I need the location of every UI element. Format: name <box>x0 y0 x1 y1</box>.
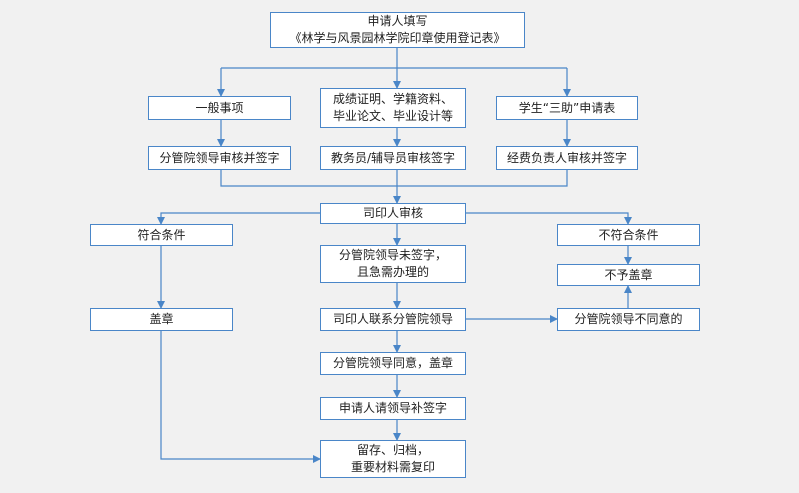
node-funding-sign: 经费负责人审核并签字 <box>496 146 638 170</box>
node-apply-label: 申请人填写 《林学与风景园林学院印章使用登记表》 <box>289 14 506 45</box>
node-general-label: 一般事项 <box>195 100 244 115</box>
node-meets: 符合条件 <box>90 224 233 246</box>
node-funding-sign-label: 经费负责人审核并签字 <box>506 150 627 165</box>
node-applicant-supplement-label: 申请人请领导补签字 <box>338 401 447 415</box>
node-no-stamp-label: 不予盖章 <box>604 267 653 282</box>
link-stamp-archive <box>160 331 321 463</box>
node-no-stamp: 不予盖章 <box>557 264 700 286</box>
node-leader-agree-stamp: 分管院领导同意，盖章 <box>320 352 466 375</box>
link-left-merge <box>220 170 397 187</box>
node-unsigned-urgent: 分管院领导未签字， 且急需办理的 <box>320 245 466 283</box>
node-unsigned-urgent-label: 分管院领导未签字， 且急需办理的 <box>338 248 447 279</box>
node-leader-agree-stamp-label: 分管院领导同意，盖章 <box>332 356 453 370</box>
link-review-to-not-meets <box>466 212 632 225</box>
node-not-meets-label: 不符合条件 <box>598 227 659 242</box>
node-student-form-label: 学生“三助”申请表 <box>518 100 616 115</box>
node-academic-sign: 教务员/辅导员审核签字 <box>320 146 466 170</box>
node-transcript: 成绩证明、学籍资料、 毕业论文、毕业设计等 <box>320 88 466 128</box>
node-applicant-supplement: 申请人请领导补签字 <box>320 397 466 420</box>
node-meets-label: 符合条件 <box>137 227 186 242</box>
node-dept-leader-sign: 分管院领导审核并签字 <box>148 146 291 170</box>
node-archive: 留存、归档， 重要材料需复印 <box>320 440 466 478</box>
node-seal-review: 司印人审核 <box>320 203 466 224</box>
node-general: 一般事项 <box>148 96 291 120</box>
link-right-merge <box>397 170 568 187</box>
node-archive-label: 留存、归档， 重要材料需复印 <box>350 443 435 474</box>
node-not-meets: 不符合条件 <box>557 224 700 246</box>
node-contact-leader: 司印人联系分管院领导 <box>320 308 466 331</box>
node-transcript-label: 成绩证明、学籍资料、 毕业论文、毕业设计等 <box>332 92 453 123</box>
node-seal-review-label: 司印人审核 <box>362 206 423 220</box>
node-academic-sign-label: 教务员/辅导员审核签字 <box>330 150 456 165</box>
node-stamp: 盖章 <box>90 308 233 331</box>
node-apply: 申请人填写 《林学与风景园林学院印章使用登记表》 <box>270 12 525 48</box>
node-stamp-label: 盖章 <box>149 312 174 326</box>
node-leader-disagree: 分管院领导不同意的 <box>557 308 700 331</box>
node-contact-leader-label: 司印人联系分管院领导 <box>332 312 453 326</box>
node-dept-leader-sign-label: 分管院领导审核并签字 <box>159 150 280 165</box>
node-leader-disagree-label: 分管院领导不同意的 <box>574 312 683 326</box>
link-review-to-meets <box>157 212 320 225</box>
node-student-form: 学生“三助”申请表 <box>496 96 638 120</box>
